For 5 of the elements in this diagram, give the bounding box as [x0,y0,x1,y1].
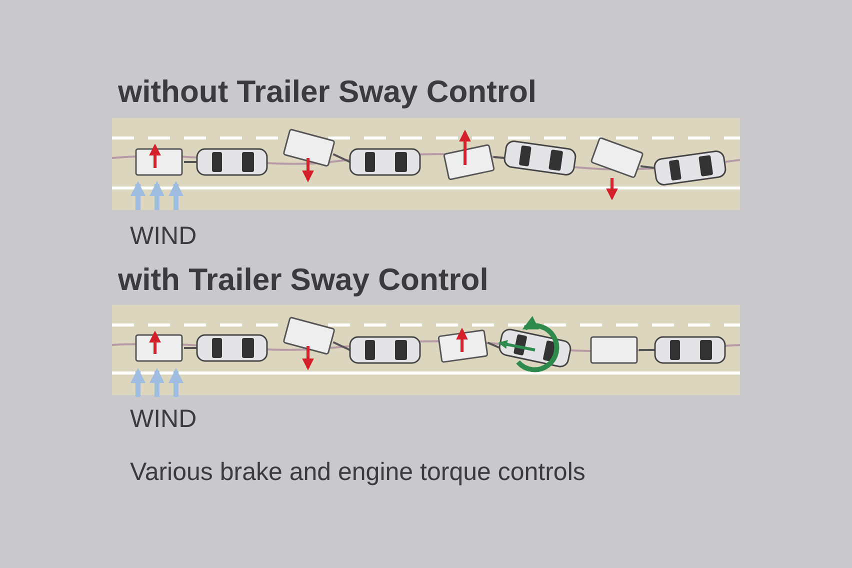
wind-label: WIND [130,405,197,434]
wind-label: WIND [130,222,197,251]
note: Various brake and engine torque controls [130,458,586,487]
heading: without Trailer Sway Control [118,74,537,110]
heading: with Trailer Sway Control [118,262,488,298]
